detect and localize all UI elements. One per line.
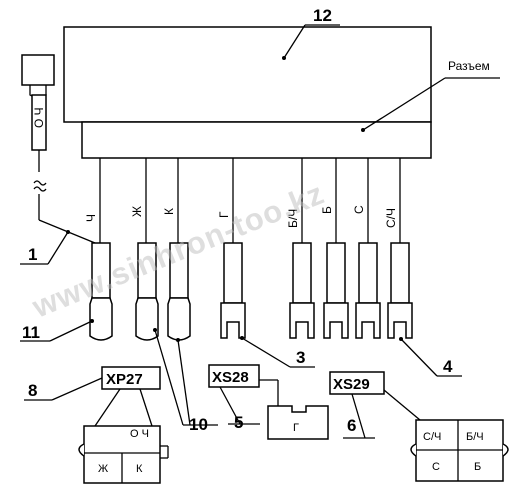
- terminal-b: [323, 242, 349, 339]
- callout-10-leader-b: [177, 339, 191, 426]
- callout-1-leader: [47, 231, 69, 265]
- callout-11-leader: [49, 320, 93, 342]
- callout-8: 8: [28, 381, 37, 400]
- plug-icon: О Ч: [21, 54, 96, 244]
- xs29-bottom-right: Б: [474, 461, 481, 473]
- wire-label-2: Ж: [130, 206, 144, 217]
- xs28-name: XS28: [212, 369, 249, 386]
- terminal-k: [167, 242, 191, 341]
- callout-8-leader: [51, 377, 103, 401]
- harness-block: [63, 26, 432, 123]
- xs29-top-left: С/Ч: [423, 431, 441, 443]
- wire-label-4: Г: [217, 211, 231, 218]
- xs29-name: XS29: [333, 376, 370, 393]
- connector-body: [81, 121, 432, 159]
- connector-leader: [362, 77, 446, 131]
- xs29-tag: [329, 371, 385, 395]
- terminal-sch: [387, 242, 413, 339]
- callout-12-leader: [283, 24, 306, 59]
- terminal-s: [355, 242, 381, 339]
- wire-label-5: Б/Ч: [286, 209, 300, 228]
- wire-label-7: С: [352, 205, 366, 214]
- xp27-top: О Ч: [130, 428, 149, 440]
- xs29-top-right: Б/Ч: [466, 431, 484, 443]
- callout-12-dot: [282, 56, 286, 60]
- callout-3-leader: [241, 337, 291, 368]
- callout-6-leader: [351, 393, 366, 439]
- wire-label-6: Б: [320, 206, 334, 214]
- callout-11: 11: [22, 323, 40, 342]
- terminal-g: [220, 242, 246, 339]
- callout-10-leader-a: [154, 329, 184, 426]
- xs29-socket: [410, 419, 509, 482]
- callout-3: 3: [296, 348, 305, 367]
- callout-4-leader: [400, 338, 438, 377]
- callout-4: 4: [443, 357, 453, 376]
- callout-10: 10: [189, 415, 208, 434]
- callout-5-leader: [219, 386, 241, 425]
- wires: [99, 158, 401, 243]
- wire-label-3: К: [162, 208, 176, 215]
- xs28-socket: [267, 405, 329, 440]
- callout-1: 1: [28, 245, 37, 264]
- terminal-ch: [89, 242, 113, 341]
- wire-label-1: Ч: [84, 214, 98, 222]
- xp27-socket: [78, 425, 169, 484]
- terminal-bch: [289, 242, 315, 339]
- callout-5: 5: [234, 413, 243, 432]
- xp27-bottom-left: Ж: [98, 463, 108, 475]
- callout-12: 12: [313, 6, 332, 25]
- xs29-bottom-left: С: [432, 461, 440, 473]
- xs28-cell: Г: [293, 422, 299, 434]
- xp27-bottom-right: К: [136, 463, 143, 475]
- plug-label: О Ч: [32, 107, 46, 128]
- connector-label: Разъем: [448, 59, 490, 73]
- callout-6: 6: [347, 416, 356, 435]
- terminal-zh: [135, 242, 159, 341]
- xs28-tag: [208, 364, 260, 388]
- xp27-name: XP27: [106, 371, 143, 388]
- wire-label-8: С/Ч: [384, 208, 398, 228]
